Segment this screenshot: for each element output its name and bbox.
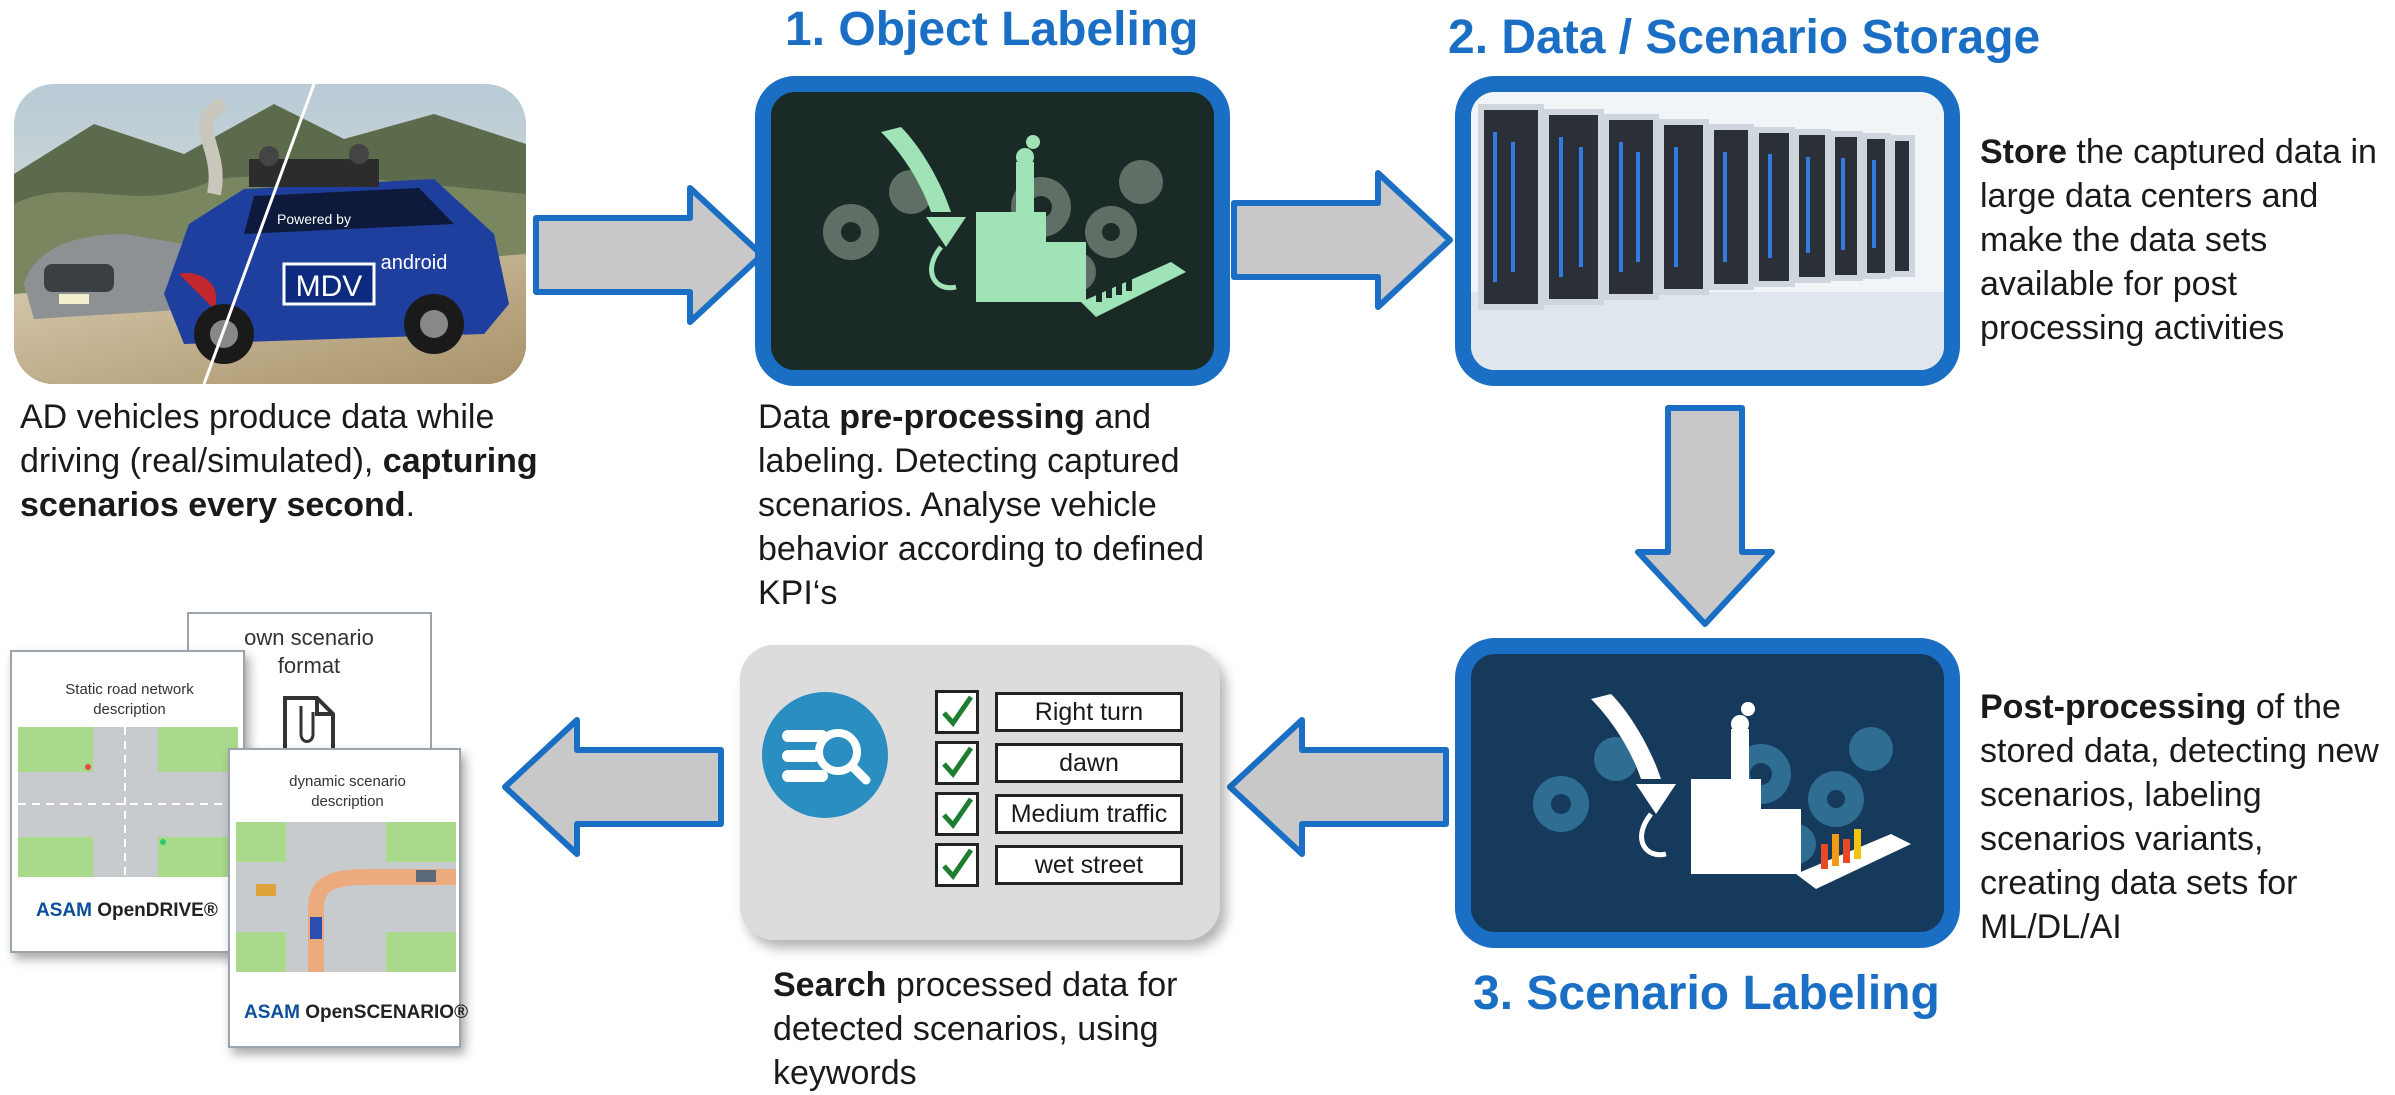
vehicle-desc-bold: capturing scenarios every second — [20, 442, 538, 524]
opendrive-brand: ASAM — [36, 900, 92, 921]
openscenario-brand: ASAM — [244, 1002, 300, 1023]
keyword-checkbox[interactable] — [935, 792, 979, 836]
server-room-graphic — [1471, 92, 1944, 370]
vehicle-description: AD vehicles produce data while driving (… — [20, 395, 540, 527]
vehicle-desc-text-1: AD vehicles produce data while driving (… — [20, 398, 495, 480]
scenario-desc-bold: Post-processing — [1980, 688, 2247, 726]
labeling-desc-bold: pre-processing — [839, 398, 1085, 436]
road-network-graphic — [18, 727, 238, 877]
openscenario-name: OpenSCENARIO® — [305, 1002, 469, 1023]
search-description: Search processed data for detected scena… — [773, 963, 1253, 1095]
checkmark-icon — [942, 746, 974, 779]
keyword-label: Medium traffic — [995, 794, 1183, 834]
object-labeling-panel — [755, 76, 1230, 386]
opendrive-document: Static road network description ASAM Ope… — [10, 650, 245, 953]
storage-description: Store the captured data in large data ce… — [1980, 130, 2380, 350]
opendrive-doc-title: Static road network description — [65, 681, 194, 718]
arrow-right-1 — [533, 185, 765, 325]
openscenario-doc-title: dynamic scenario description — [289, 773, 406, 810]
storage-title: 2. Data / Scenario Storage — [1448, 11, 2041, 64]
opendrive-label: ASAM OpenDRIVE® — [36, 900, 218, 922]
labeling-desc-text-2: and labeling. Detecting captured scenari… — [758, 398, 1205, 612]
scenario-labeling-panel — [1455, 638, 1960, 948]
search-desc-bold: Search — [773, 966, 887, 1004]
arrow-down — [1635, 405, 1775, 627]
keyword-label: wet street — [995, 845, 1183, 885]
car-powered-text: Powered by — [277, 211, 351, 227]
storage-desc-bold: Store — [1980, 133, 2067, 171]
arrow-right-2 — [1231, 170, 1453, 310]
keyword-label: dawn — [995, 743, 1183, 783]
openscenario-label: ASAM OpenSCENARIO® — [244, 1002, 468, 1024]
keyword-checkbox[interactable] — [935, 690, 979, 734]
search-desc-text: processed data for detected scenarios, u… — [773, 966, 1178, 1092]
checkmark-icon — [942, 797, 974, 830]
vehicle-image: MDV android Powered by — [14, 84, 526, 384]
scenario-desc-text: of the stored data, detecting new scenar… — [1980, 688, 2379, 946]
storage-panel — [1455, 76, 1960, 386]
object-labeling-description: Data pre-processing and labeling. Detect… — [758, 395, 1258, 615]
labeling-desc-text-1: Data — [758, 398, 840, 436]
own-format-title: own scenario format — [244, 625, 374, 678]
data-processing-graphic — [823, 127, 1186, 317]
openscenario-document: dynamic scenario description ASAM OpenSC… — [228, 748, 468, 1048]
arrow-left-1 — [1227, 717, 1449, 857]
keyword-checkbox[interactable] — [935, 741, 979, 785]
object-labeling-title: 1. Object Labeling — [785, 3, 1199, 56]
scenario-labeling-description: Post-processing of the stored data, dete… — [1980, 685, 2385, 949]
arrow-left-2 — [502, 717, 724, 857]
opendrive-name: OpenDRIVE® — [97, 900, 218, 921]
checkmark-icon — [942, 848, 974, 881]
storage-desc-text: the captured data in large data centers … — [1980, 133, 2377, 347]
keyword-checkbox[interactable] — [935, 843, 979, 887]
keyword-label: Right turn — [995, 692, 1183, 732]
car-android-text: android — [381, 252, 448, 274]
dynamic-scenario-graphic — [236, 822, 456, 972]
car-brand-text: MDV — [296, 270, 363, 303]
scenario-processing-graphic — [1533, 694, 1911, 889]
search-database-icon — [762, 692, 888, 818]
checkmark-icon — [942, 695, 974, 728]
vehicle-desc-text-2: . — [405, 486, 416, 524]
scenario-labeling-title: 3. Scenario Labeling — [1473, 967, 1940, 1020]
